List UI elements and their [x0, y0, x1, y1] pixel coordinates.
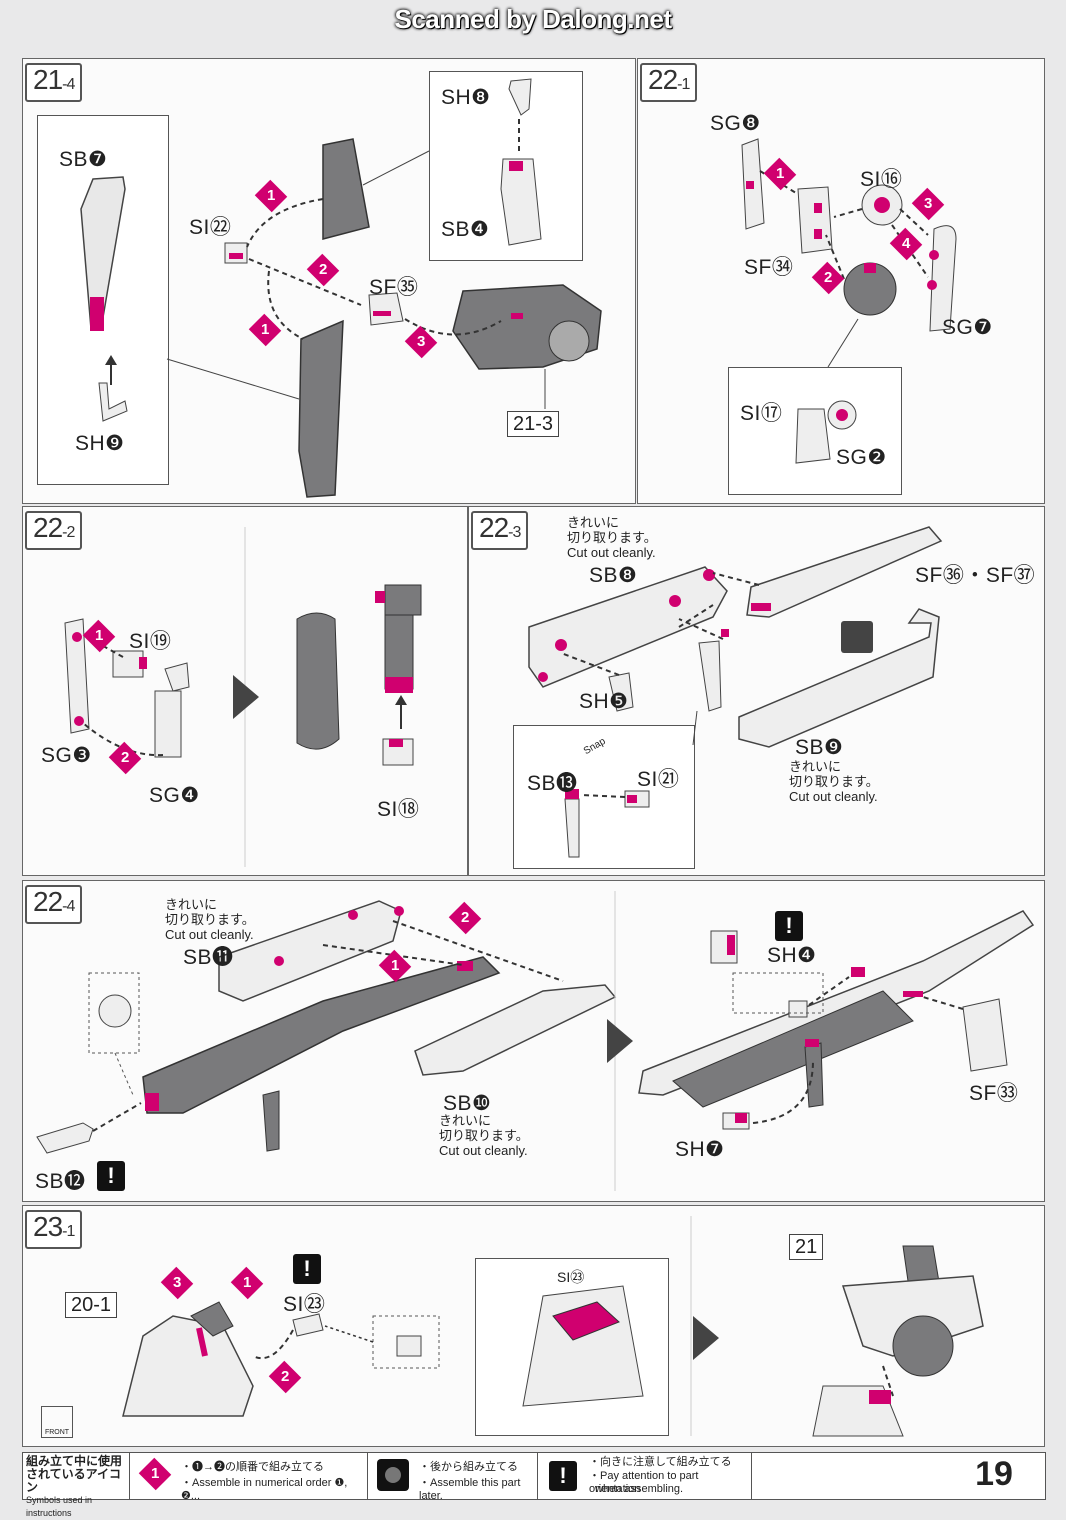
- result-arrow: [607, 1019, 633, 1063]
- label-sh8: SH❽: [441, 86, 491, 109]
- label-sb12: SB⓬: [35, 1170, 86, 1193]
- panel-22-3: 22-3 きれいに 切り取ります。 Cut out cleanly. きれいに …: [468, 506, 1045, 876]
- watermark: Scanned by Dalong.net: [394, 4, 673, 34]
- panel-22-2: 22-2 SI⑲ SG❸ SG❹ SI⑱ 1 2: [22, 506, 468, 876]
- label-sb8: SB❽: [589, 564, 638, 587]
- warning-icon: !: [549, 1461, 577, 1491]
- label-sb11: SB⓫: [183, 946, 234, 969]
- label-sb4: SB❹: [441, 218, 490, 241]
- label-sf34: SF㉞: [744, 256, 794, 279]
- label-sb9: SB❾: [795, 736, 844, 759]
- page-number: 19: [975, 1455, 1013, 1493]
- step-21-4: 21-4: [25, 63, 83, 102]
- step-22-3: 22-3: [471, 511, 529, 550]
- label-sh5: SH❺: [579, 690, 629, 713]
- label-si21: SI㉑: [637, 768, 680, 791]
- label-si16: SI⑯: [860, 168, 903, 191]
- later-icon: [377, 1459, 409, 1491]
- legend-title: 組み立て中に使用 されているアイコン Symbols used in instr…: [23, 1453, 130, 1518]
- legend-numbered-order: 1 ・❶→❷の順番で組み立てる ・Assemble in numerical o…: [129, 1453, 368, 1502]
- label-sf33: SF㉝: [969, 1082, 1019, 1105]
- ref-21-3: 21-3: [507, 411, 560, 437]
- label-si23-inset: SI㉓: [557, 1269, 585, 1285]
- panel-22-1: 22-1 SG❽ SI⑯ SF㉞ SG❼ SI⑰ SG❷ 1 3 4 2: [637, 58, 1045, 504]
- note-cut-1: きれいに 切り取ります。 Cut out cleanly.: [567, 515, 657, 560]
- label-sb7: SB❼: [59, 148, 108, 171]
- panel-23-1: 23-1 20-1 21 SI㉓ ! SI㉓ 3 1 2 FRONT: [22, 1205, 1045, 1447]
- inset-left: [37, 115, 169, 485]
- label-si22: SI㉒: [189, 216, 232, 239]
- illustration-23-1: [122, 1216, 984, 1437]
- illustration-22-3: [528, 526, 943, 858]
- order-icon: 1: [138, 1457, 172, 1491]
- label-sg2: SG❷: [836, 446, 887, 469]
- panel-21-4: 21-4 SB❼ SH❾ SI㉒ SF㉟ SH❽ SB❹: [22, 58, 636, 504]
- step-22-1: 22-1: [640, 63, 698, 102]
- label-si23: SI㉓: [283, 1293, 326, 1316]
- step-22-2: 22-2: [25, 511, 83, 550]
- label-sh7: SH❼: [675, 1138, 725, 1161]
- warning-icon-sh4: !: [775, 911, 803, 941]
- label-sf35: SF㉟: [369, 276, 419, 299]
- warning-icon-sb12: !: [97, 1161, 125, 1191]
- ref-21: 21: [789, 1234, 824, 1260]
- illustration-22-4: [36, 891, 1035, 1191]
- note-cut-1: きれいに 切り取ります。 Cut out cleanly.: [165, 897, 255, 942]
- label-sg3: SG❸: [41, 744, 92, 767]
- ref-20-1: 20-1: [65, 1292, 118, 1318]
- label-sb10: SB❿: [443, 1092, 492, 1115]
- result-arrow: [233, 675, 259, 719]
- illustration-21-4: [80, 78, 602, 498]
- result-arrow: [693, 1316, 719, 1360]
- front-icon: FRONT: [41, 1406, 73, 1438]
- label-si19: SI⑲: [129, 630, 172, 653]
- label-sb13: SB⓭: [527, 772, 578, 795]
- label-sf36-37: SF㊱・SF㊲: [915, 564, 1036, 587]
- label-si17: SI⑰: [740, 402, 783, 425]
- note-cut-2: きれいに 切り取ります。 Cut out cleanly.: [789, 759, 879, 804]
- legend: 組み立て中に使用 されているアイコン Symbols used in instr…: [22, 1452, 1046, 1518]
- note-cut-2: きれいに 切り取ります。 Cut out cleanly.: [439, 1113, 529, 1158]
- illustration-22-1: [741, 138, 957, 464]
- warning-icon-si23: !: [293, 1254, 321, 1284]
- panel-22-4: 22-4 きれいに 切り取ります。 Cut out cleanly. きれいに …: [22, 880, 1045, 1202]
- label-si18: SI⑱: [377, 798, 420, 821]
- label-sg8: SG❽: [710, 112, 761, 135]
- step-23-1: 23-1: [25, 1210, 83, 1249]
- label-sh4: SH❹: [767, 944, 817, 967]
- label-sg7: SG❼: [942, 316, 993, 339]
- step-22-4: 22-4: [25, 885, 83, 924]
- legend-orientation: ! ・向きに注意して組み立てる ・Pay attention to part o…: [537, 1453, 752, 1499]
- legend-assemble-later: ・後から組み立てる ・Assemble this part later.: [367, 1453, 538, 1502]
- label-sh9: SH❾: [75, 432, 125, 455]
- label-sg4: SG❹: [149, 784, 200, 807]
